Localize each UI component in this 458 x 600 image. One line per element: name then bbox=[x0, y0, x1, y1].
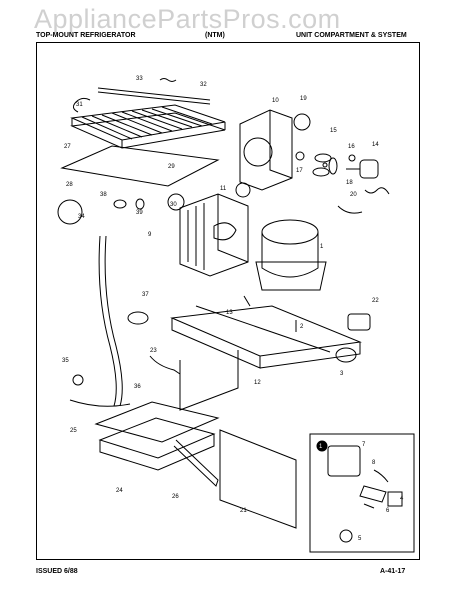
condenser-27 bbox=[70, 104, 226, 149]
callout-3: 3 bbox=[340, 371, 344, 377]
header-middle: (NTM) bbox=[205, 32, 225, 39]
fan-blade-15 bbox=[312, 153, 338, 177]
header-right: UNIT COMPARTMENT & SYSTEM bbox=[296, 32, 407, 39]
callout-12: 12 bbox=[254, 380, 261, 386]
drain-pan-24 bbox=[94, 401, 220, 471]
callout-21: 21 bbox=[240, 508, 247, 514]
callout-29: 29 bbox=[168, 164, 175, 170]
callout-10: 10 bbox=[272, 98, 279, 104]
callout-37: 37 bbox=[142, 292, 149, 298]
part-19 bbox=[293, 113, 311, 131]
callout-39: 39 bbox=[136, 210, 143, 216]
callout-16: 16 bbox=[348, 144, 355, 150]
base-frame-12 bbox=[170, 305, 362, 411]
footer-issued: ISSUED 6/88 bbox=[36, 568, 78, 575]
grommet-17 bbox=[295, 151, 305, 161]
drain-pan-9 bbox=[179, 193, 249, 277]
callout-8: 8 bbox=[372, 460, 376, 466]
callout-36: 36 bbox=[134, 384, 141, 390]
callout-19: 19 bbox=[300, 96, 307, 102]
callout-35: 35 bbox=[62, 358, 69, 364]
part-2-inset bbox=[363, 503, 375, 509]
callout-28: 28 bbox=[66, 182, 73, 188]
header-left: TOP-MOUNT REFRIGERATOR bbox=[36, 32, 136, 39]
callout-17: 17 bbox=[296, 168, 303, 174]
drain-tube-36 bbox=[98, 235, 117, 407]
callout-33: 33 bbox=[136, 76, 143, 82]
part-38 bbox=[113, 199, 127, 209]
callout-14: 14 bbox=[372, 142, 379, 148]
callout-circle-34 bbox=[57, 199, 83, 225]
callout-24: 24 bbox=[116, 488, 123, 494]
fan-shroud-10 bbox=[239, 109, 293, 191]
tray-28 bbox=[60, 145, 220, 187]
inset-box bbox=[309, 433, 415, 553]
relay-22 bbox=[347, 313, 371, 331]
callout-22: 22 bbox=[372, 298, 379, 304]
clamp-37 bbox=[127, 311, 149, 325]
compressor-1 bbox=[255, 219, 327, 291]
clip-35 bbox=[72, 374, 84, 386]
callout-27: 27 bbox=[64, 144, 71, 150]
access-panel-21 bbox=[219, 429, 297, 529]
bracket-18 bbox=[364, 187, 390, 195]
part-6 bbox=[359, 485, 387, 503]
part-4 bbox=[387, 491, 403, 507]
callout-15: 15 bbox=[330, 128, 337, 134]
tube-32-inner bbox=[97, 91, 211, 105]
callout-18: 18 bbox=[346, 180, 353, 186]
relay-7 bbox=[327, 445, 361, 477]
callout-13: 13 bbox=[226, 310, 233, 316]
wire-33 bbox=[159, 78, 177, 82]
callout-9: 9 bbox=[148, 232, 152, 238]
wire-20 bbox=[337, 205, 363, 214]
inset-marker: 1 bbox=[319, 444, 323, 450]
bracket-26 bbox=[173, 439, 219, 487]
callout-11: 11 bbox=[220, 186, 227, 192]
callout-26: 26 bbox=[172, 494, 179, 500]
callout-5: 5 bbox=[358, 536, 362, 542]
part-5 bbox=[339, 529, 353, 543]
callout-2: 2 bbox=[300, 324, 304, 330]
callout-25: 25 bbox=[70, 428, 77, 434]
callout-6: 6 bbox=[386, 508, 390, 514]
callout-7: 7 bbox=[362, 442, 366, 448]
cord-23 bbox=[149, 355, 181, 375]
callout-20: 20 bbox=[350, 192, 357, 198]
callout-38: 38 bbox=[100, 192, 107, 198]
callout-23: 23 bbox=[150, 348, 157, 354]
hose-36-lower bbox=[69, 399, 131, 407]
fan-motor-14 bbox=[346, 159, 379, 179]
diagram-frame bbox=[36, 42, 420, 560]
tube-31 bbox=[72, 97, 91, 113]
footer-page-code: A-41-17 bbox=[380, 568, 406, 575]
wire-8 bbox=[373, 469, 389, 483]
callout-1: 1 bbox=[320, 244, 324, 250]
part-13 bbox=[243, 295, 251, 307]
overload-3 bbox=[335, 347, 357, 363]
grommet-16 bbox=[348, 154, 356, 162]
part-30 bbox=[167, 193, 185, 211]
callout-4: 4 bbox=[400, 496, 404, 502]
callout-30: 30 bbox=[170, 202, 177, 208]
callout-31: 31 bbox=[76, 102, 83, 108]
tube-32 bbox=[97, 87, 211, 101]
part-11 bbox=[235, 182, 251, 198]
part-39 bbox=[135, 198, 145, 210]
callout-32: 32 bbox=[200, 82, 207, 88]
watermark: AppliancePartsPros.com bbox=[34, 4, 341, 34]
callout-34: 34 bbox=[78, 214, 85, 220]
